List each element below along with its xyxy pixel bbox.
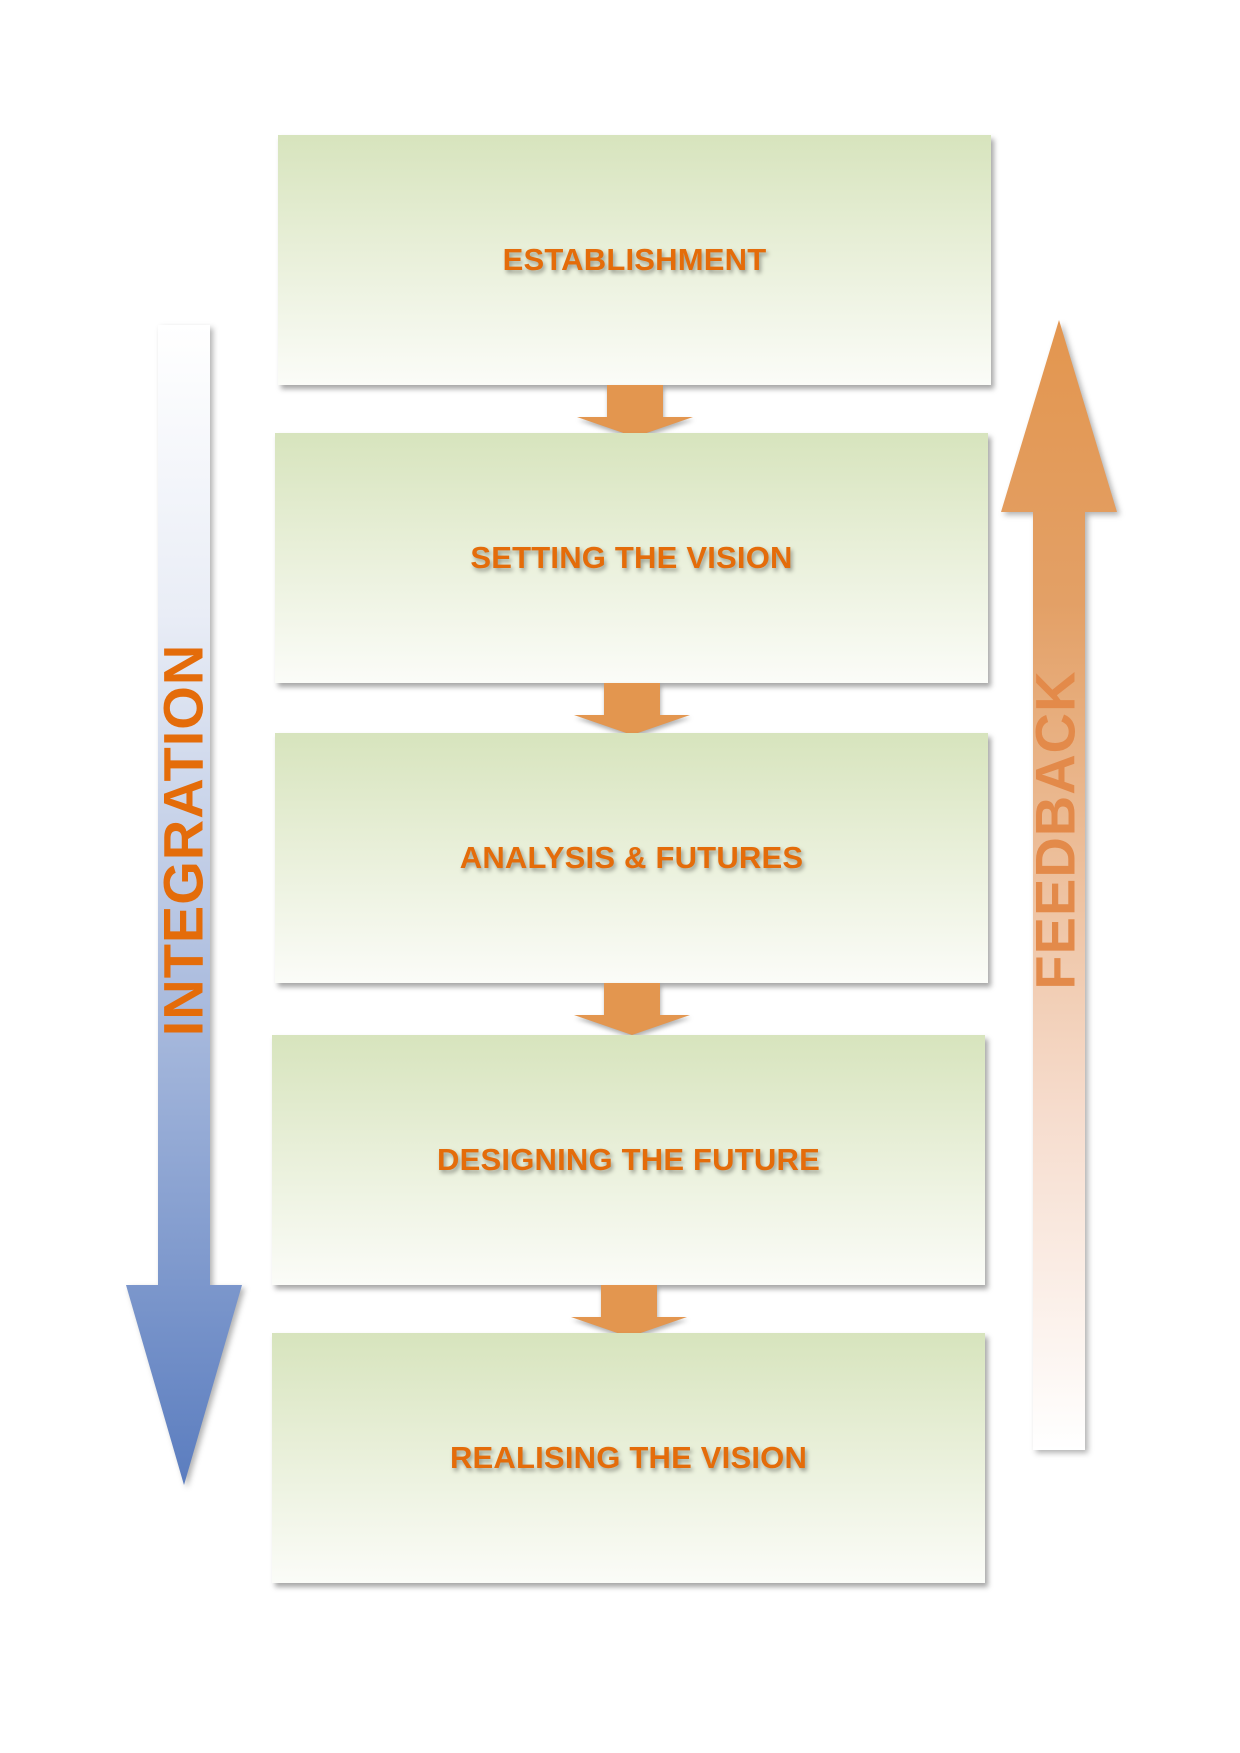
step-analysis-and-futures: ANALYSIS & FUTURES — [275, 733, 988, 983]
integration-arrow — [126, 325, 242, 1485]
connector-arrow-down-icon — [574, 683, 690, 735]
feedback-arrow — [1001, 320, 1117, 1450]
step-label: ESTABLISHMENT — [502, 242, 767, 277]
step-label: REALISING THE VISION — [449, 1440, 808, 1475]
step-establishment: ESTABLISHMENT — [278, 135, 991, 385]
connector-arrow-down-icon — [574, 983, 690, 1035]
step-label: ANALYSIS & FUTURES — [459, 840, 804, 875]
step-label: DESIGNING THE FUTURE — [437, 1142, 820, 1177]
integration-label: INTEGRATION — [151, 643, 215, 1037]
connector-arrow-down-icon — [577, 385, 693, 437]
step-setting-the-vision: SETTING THE VISION — [275, 433, 988, 683]
step-label: SETTING THE VISION — [470, 540, 793, 575]
connector-arrow-down-icon — [571, 1285, 687, 1337]
feedback-label: FEEDBACK — [1023, 670, 1087, 990]
step-realising-the-vision: REALISING THE VISION — [272, 1333, 985, 1583]
step-designing-the-future: DESIGNING THE FUTURE — [272, 1035, 985, 1285]
